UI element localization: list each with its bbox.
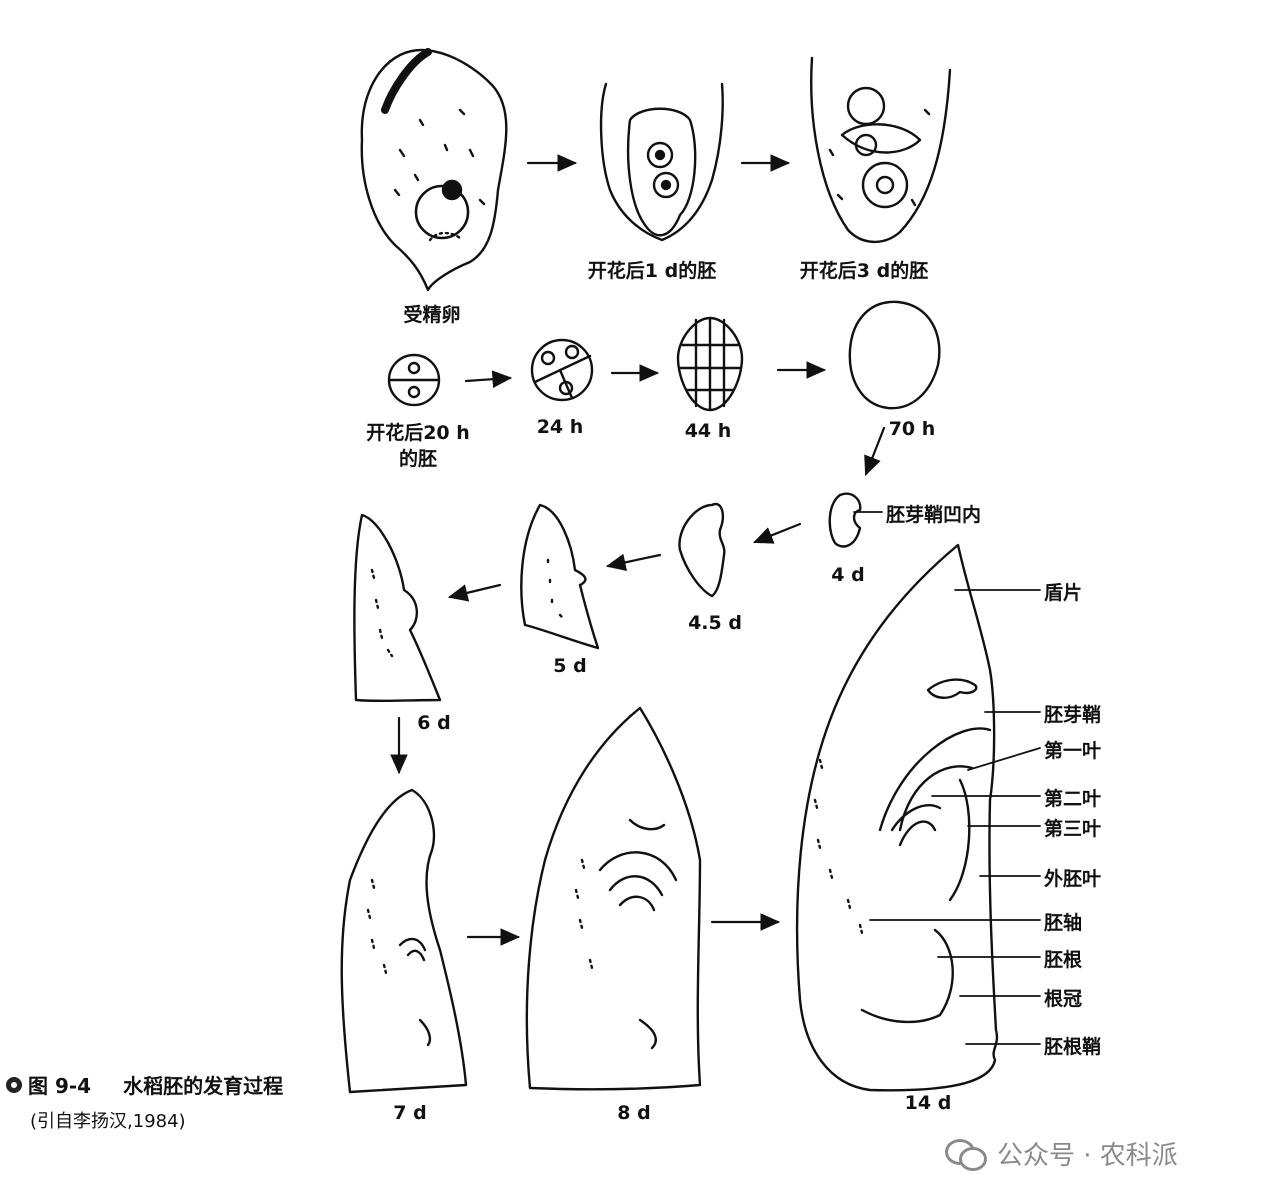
- label-5d: 5 d: [553, 655, 587, 677]
- embryo-70h-drawing: [848, 300, 941, 410]
- label-radicle: 胚根: [1044, 949, 1083, 971]
- embryo-4d-drawing: [828, 492, 862, 548]
- embryo-7d-drawing: [340, 788, 468, 1094]
- label-20h-line2: 的胚: [398, 448, 438, 470]
- label-scutellum: 盾片: [1044, 582, 1083, 604]
- label-24h: 24 h: [536, 416, 584, 438]
- embryo-14d-drawing: [795, 543, 999, 1092]
- arrow-4d-to-4-5d: [752, 522, 802, 544]
- annotation-leader-lines: [853, 511, 1041, 1045]
- label-day1-embryo: 开花后1 d的胚: [587, 260, 717, 282]
- embryo-8d-drawing: [525, 706, 702, 1091]
- label-embryo-axis: 胚轴: [1044, 912, 1083, 934]
- embryo-20h-drawing: [387, 353, 441, 407]
- flower-bullet-icon: [6, 1076, 22, 1093]
- figure-title: 水稻胚的发育过程: [123, 1074, 284, 1098]
- fertilized-egg-drawing: [360, 48, 508, 292]
- arrow-4-5d-to-5d: [605, 553, 662, 571]
- label-44h: 44 h: [684, 420, 732, 442]
- embryo-6d-drawing: [353, 513, 442, 703]
- caption-title-row: 图 9-4 水稻胚的发育过程: [6, 1070, 283, 1099]
- label-leaf3: 第三叶: [1044, 818, 1102, 840]
- figure-number: 图 9-4: [28, 1074, 92, 1098]
- stage-arrows: [390, 154, 886, 946]
- embryo-day3-drawing: [810, 56, 952, 244]
- embryo-44h-drawing: [676, 316, 744, 412]
- label-70h: 70 h: [888, 418, 936, 440]
- label-7d: 7 d: [393, 1102, 427, 1124]
- wechat-icon: [945, 1137, 987, 1171]
- label-20h-line1: 开花后20 h: [366, 422, 470, 444]
- label-coleoptile-notch: 胚芽鞘凹内: [886, 504, 982, 526]
- label-root-cap: 根冠: [1044, 988, 1083, 1010]
- arrow-70h-to-4d: [864, 426, 886, 477]
- figure-caption: 图 9-4 水稻胚的发育过程 (引自李扬汉,1984): [6, 1070, 283, 1133]
- arrow-20h-to-24h: [464, 370, 513, 388]
- figure-source: (引自李扬汉,1984): [30, 1111, 186, 1132]
- embryo-day1-drawing: [599, 82, 724, 242]
- label-leaf2: 第二叶: [1044, 788, 1102, 810]
- embryo-24h-drawing: [530, 338, 594, 402]
- label-day3-embryo: 开花后3 d的胚: [799, 260, 929, 282]
- embryo-5d-drawing: [520, 503, 600, 650]
- label-4-5d: 4.5 d: [688, 612, 742, 634]
- label-epiblast: 外胚叶: [1044, 868, 1102, 890]
- embryo-4-5d-drawing: [678, 502, 726, 598]
- label-coleorhiza: 胚根鞘: [1044, 1036, 1102, 1058]
- label-fertilized-egg: 受精卵: [403, 304, 461, 326]
- arrow-5d-to-6d: [447, 583, 502, 602]
- label-14d: 14 d: [904, 1092, 952, 1114]
- label-4d: 4 d: [831, 564, 865, 586]
- watermark: 公众号 · 农科派: [945, 1135, 1178, 1172]
- watermark-text: 公众号 · 农科派: [997, 1141, 1178, 1171]
- label-6d: 6 d: [417, 712, 451, 734]
- label-leaf1: 第一叶: [1044, 740, 1102, 762]
- label-8d: 8 d: [617, 1102, 651, 1124]
- label-coleoptile: 胚芽鞘: [1044, 704, 1102, 726]
